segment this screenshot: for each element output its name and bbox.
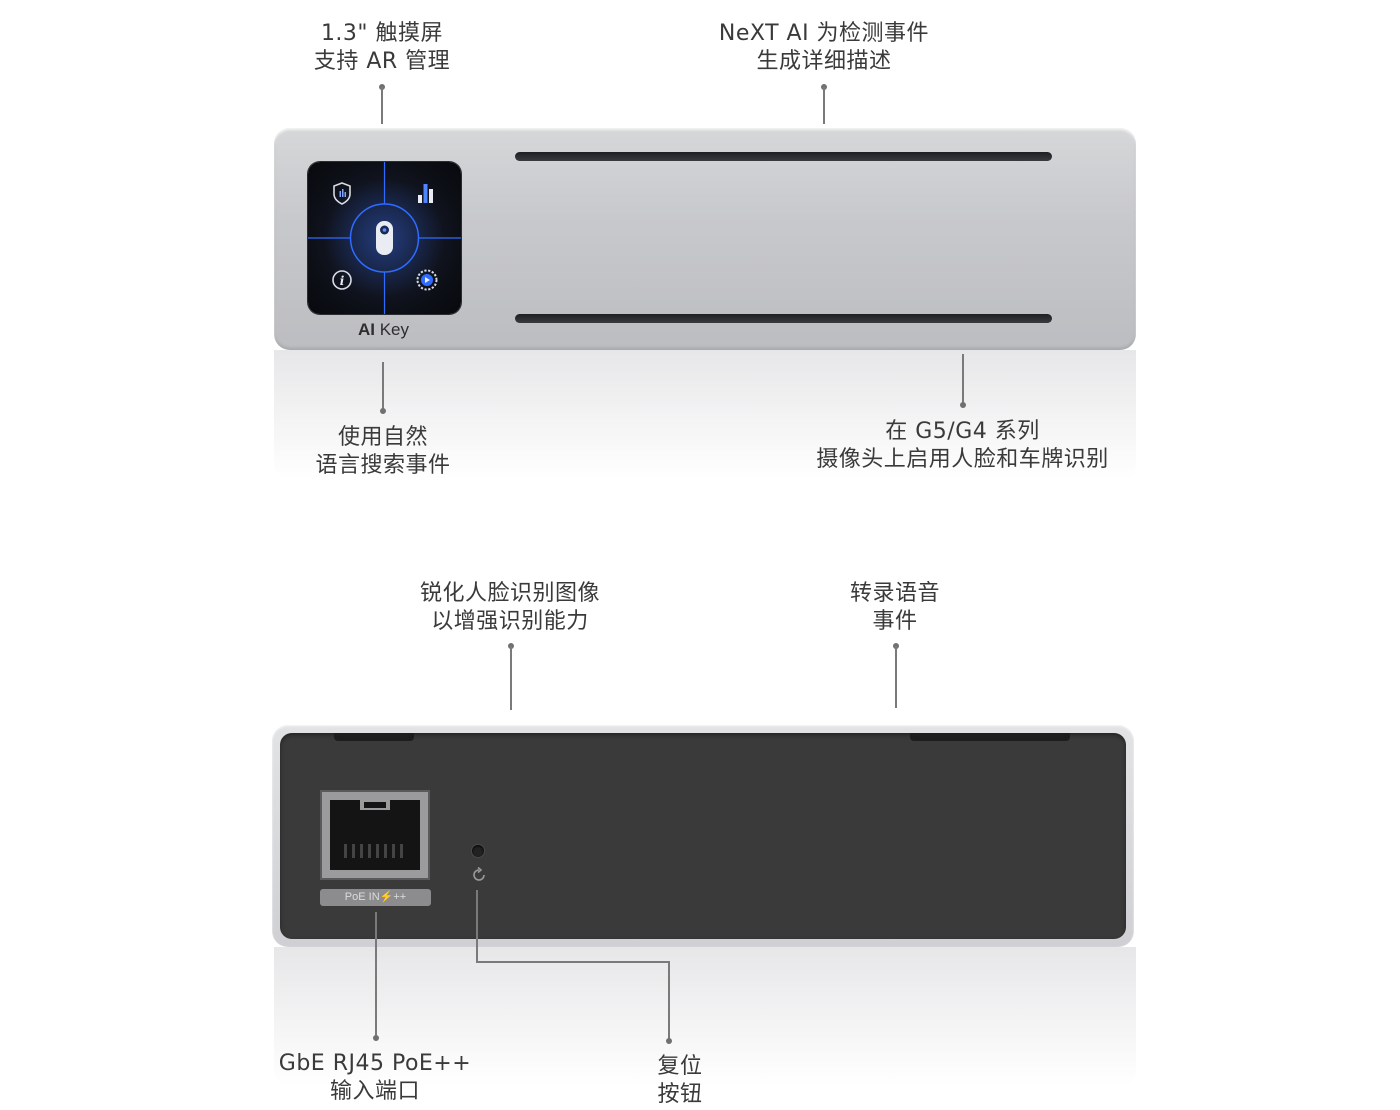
callout-transcribe: 转录语音 事件 — [849, 581, 940, 634]
leader-line — [375, 912, 377, 1038]
callout-next-ai: NeXT AI 为检测事件 生成详细描述 — [718, 21, 930, 74]
brand-label: AI Key — [358, 320, 410, 339]
svg-text:i: i — [340, 274, 345, 288]
info-icon: i — [332, 270, 352, 290]
shield-icon — [333, 182, 351, 205]
leader-line — [668, 961, 670, 1041]
camera-icon — [376, 221, 393, 255]
leader-line — [962, 354, 964, 404]
gear-icon — [416, 269, 438, 291]
callout-reset: 复位 按钮 — [657, 1054, 703, 1107]
leader-line — [823, 87, 825, 124]
leader-line — [476, 890, 478, 962]
leader-dot — [373, 1035, 379, 1041]
leader-line — [476, 961, 669, 963]
touchscreen-ui: i — [308, 162, 461, 314]
callout-rj45: GbE RJ45 PoE++ 输入端口 — [278, 1051, 472, 1104]
callout-sharpen: 锐化人脸识别图像 以增强识别能力 — [419, 581, 600, 634]
rear-top-vent-left — [334, 733, 414, 741]
rear-reflection — [274, 947, 1136, 1087]
callout-natural-search: 使用自然 语言搜索事件 — [315, 425, 451, 478]
top-vent — [515, 152, 1052, 161]
leader-line — [382, 362, 384, 412]
front-reflection — [274, 350, 1136, 480]
callout-face-plate: 在 G5/G4 系列 摄像头上启用人脸和车牌识别 — [816, 419, 1109, 472]
reset-button[interactable] — [472, 845, 484, 857]
reset-arrow-icon — [473, 866, 485, 881]
leader-dot — [380, 408, 386, 414]
bottom-vent — [515, 314, 1052, 323]
leader-dot — [666, 1038, 672, 1044]
leader-line — [895, 646, 897, 708]
poe-port-label: PoE IN⚡++ — [320, 889, 431, 906]
rear-top-vent-right — [910, 733, 1070, 741]
rj45-port — [320, 790, 430, 880]
bar-chart-icon — [418, 184, 433, 203]
rj45-socket-icon — [344, 800, 403, 858]
touchscreen: i — [308, 162, 461, 314]
callout-touchscreen: 1.3" 触摸屏 支持 AR 管理 — [313, 21, 451, 74]
leader-line — [381, 87, 383, 124]
leader-line — [510, 646, 512, 710]
leader-dot — [960, 402, 966, 408]
